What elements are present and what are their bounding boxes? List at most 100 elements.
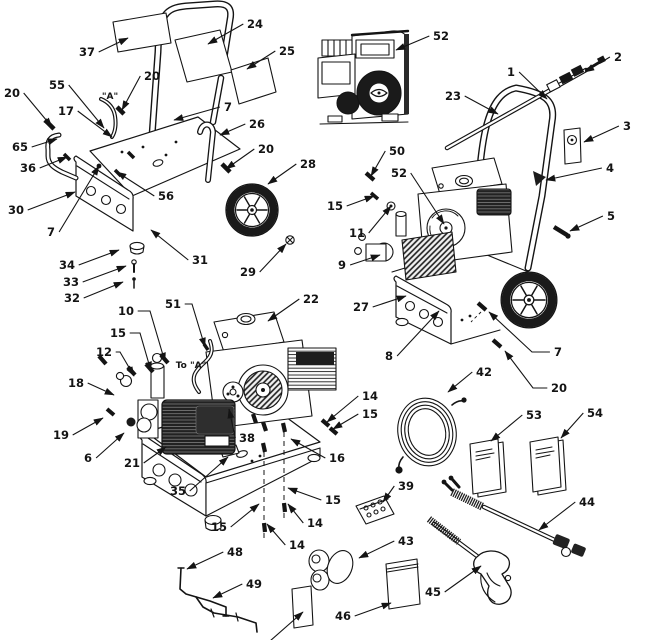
callout-number: 28 <box>300 157 316 171</box>
callout-number: 15 <box>325 493 341 507</box>
crankshaft-flange <box>222 381 244 403</box>
pump-21-drawing <box>105 352 236 455</box>
callout-number: 20 <box>4 86 20 100</box>
callout-number: 46 <box>335 609 351 623</box>
callout-number: 15 <box>362 407 378 421</box>
callout-leader <box>270 611 304 640</box>
detail-reference-note: To "A" <box>176 361 207 371</box>
callout-leader <box>87 382 115 396</box>
callout-leader <box>39 156 68 169</box>
card-drawing <box>291 585 314 629</box>
callout-number: 12 <box>96 345 112 359</box>
base-plate-drawing <box>89 116 241 197</box>
callout-number: 19 <box>53 428 69 442</box>
callout-leader <box>372 295 407 308</box>
detail-reference-note: "A" <box>102 92 118 102</box>
callout-number: 34 <box>59 258 75 272</box>
spray-wand-1-drawing <box>444 55 606 151</box>
to-A-hose-drawing <box>191 339 214 394</box>
callout-number: 16 <box>329 451 345 465</box>
callout-leader <box>396 310 440 357</box>
callout-leader <box>332 413 359 430</box>
callout-number: 54 <box>587 406 603 420</box>
air-cleaner <box>476 188 512 216</box>
wheel-drawing <box>501 272 557 328</box>
callout-leader <box>27 191 76 211</box>
callout-number: 24 <box>247 17 263 31</box>
callout-leader <box>346 195 375 207</box>
callout-number: 17 <box>58 104 74 118</box>
callout-number: 7 <box>554 345 562 359</box>
callout-number: 42 <box>476 365 492 379</box>
callout-leader <box>370 150 386 177</box>
callout-leader <box>116 171 155 197</box>
manual-a-drawing <box>469 438 507 498</box>
spray-gun-45-drawing <box>426 516 512 605</box>
callout-number: 52 <box>433 29 449 43</box>
handlebar-65-drawing <box>45 132 79 181</box>
callout-leader <box>266 523 286 546</box>
callout-number: 36 <box>20 161 36 175</box>
callout-leader <box>259 243 287 273</box>
callout-number: 20 <box>144 69 160 83</box>
callout-leader <box>95 432 125 459</box>
callout-leader <box>83 281 124 299</box>
callout-leader <box>212 583 243 599</box>
callout-leader <box>538 501 576 531</box>
callout-number: 2 <box>614 50 622 64</box>
callout-number: 51 <box>165 297 181 311</box>
foam-grip-43-drawing <box>308 549 354 591</box>
axle-bolt-29-drawing <box>285 235 295 245</box>
callout-number: 25 <box>279 44 295 58</box>
callout-leader <box>150 229 189 261</box>
foot-parts-drawing <box>129 241 145 289</box>
engine-view <box>317 29 410 125</box>
callout-number: 14 <box>289 538 305 552</box>
callout-number: 14 <box>307 516 323 530</box>
callout-number: 9 <box>338 258 346 272</box>
air-filter <box>321 39 353 57</box>
callout-number: 31 <box>192 253 208 267</box>
callout-leader <box>488 311 550 353</box>
callout-leader <box>287 487 322 501</box>
callout-number: 15 <box>211 520 227 534</box>
callout-number: 37 <box>79 45 95 59</box>
callout-number: 39 <box>398 479 414 493</box>
callout-leader <box>354 602 392 617</box>
decal-panel-24 <box>174 29 233 83</box>
callout-number: 65 <box>12 140 28 154</box>
hose-A-drawing <box>99 97 118 139</box>
callout-leader <box>72 417 104 436</box>
callout-number: 4 <box>606 161 614 175</box>
callout-leader <box>115 351 135 377</box>
callout-number: 43 <box>398 534 414 548</box>
callout-number: 35 <box>170 484 186 498</box>
callout-leader <box>58 165 100 233</box>
callout-number: 49 <box>246 577 262 591</box>
callout-leader <box>184 303 206 348</box>
wheel-drawing <box>226 184 278 236</box>
callout-number: 45 <box>425 585 441 599</box>
front-bumper-drawing <box>73 155 134 232</box>
callout-leader <box>464 95 499 115</box>
handle-loop-23-drawing <box>473 84 557 272</box>
callout-leader <box>98 37 129 53</box>
callout-number: 33 <box>63 275 79 289</box>
muffler <box>336 91 360 115</box>
callout-number: 1 <box>507 65 515 79</box>
callout-leader <box>31 138 58 148</box>
engine-pump-exploded-view <box>97 311 339 540</box>
callout-number: 7 <box>47 225 55 239</box>
callout-number: 30 <box>8 203 24 217</box>
callout-leader <box>78 249 120 266</box>
callout-leader <box>173 106 221 121</box>
callout-leader <box>395 35 430 51</box>
callout-number: 20 <box>551 381 567 395</box>
callout-number: 22 <box>303 292 319 306</box>
callout-number: 29 <box>240 265 256 279</box>
callout-number: 20 <box>258 142 274 156</box>
callout-number: 15 <box>110 326 126 340</box>
wire-form-48-drawing <box>177 567 230 617</box>
